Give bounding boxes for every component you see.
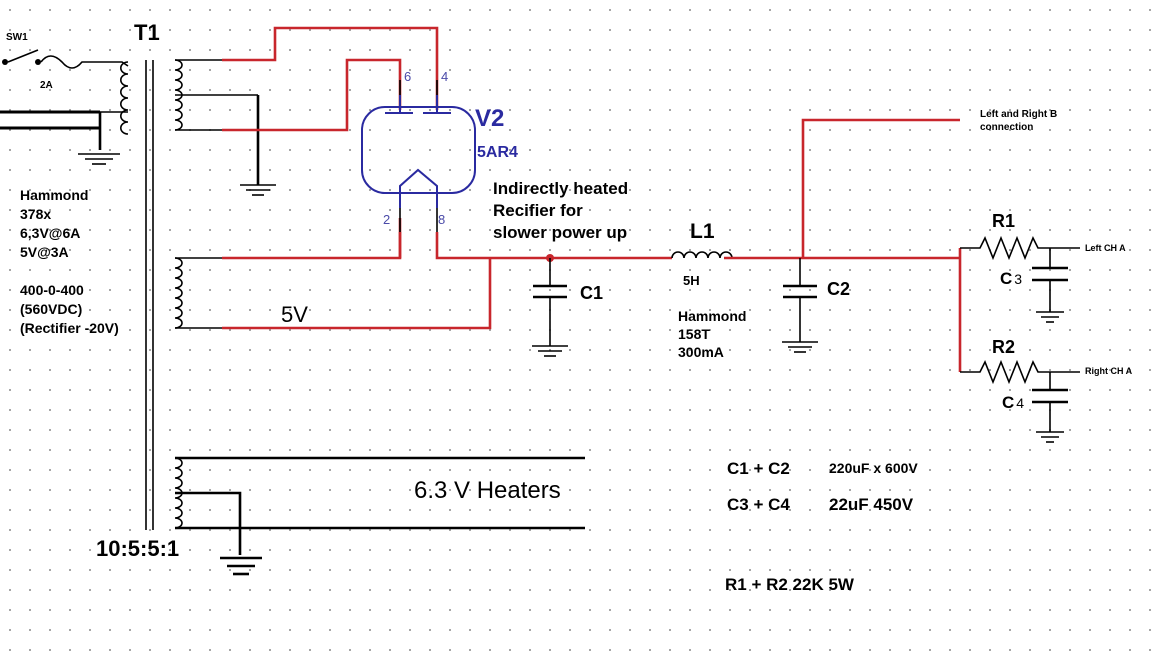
rectifier-tube [361,95,476,208]
b-connection-label: Left and Right B connection [980,109,1057,133]
tube-ref: V2 [475,105,504,132]
r1-label: R1 [992,211,1015,231]
svg-text:Hammond: Hammond [678,308,746,324]
capacitor-c2 [782,258,818,353]
svg-text:220uF x 600V: 220uF x 600V [829,460,918,476]
fuse-label: 2A [40,80,53,91]
resistor-r2 [960,359,1080,385]
svg-text:Indirectly heated: Indirectly heated [493,179,628,198]
svg-text:6,3V@6A: 6,3V@6A [20,225,80,241]
svg-text:378x: 378x [20,206,51,222]
switch-label: SW1 [6,32,28,43]
5v-label: 5V [281,302,308,327]
svg-text:slower power up: slower power up [493,223,627,242]
transformer-ref: T1 [134,20,160,45]
svg-text:400-0-400: 400-0-400 [20,282,84,298]
svg-text:158T: 158T [678,326,710,342]
transformer-ratio: 10:5:5:1 [96,536,179,561]
svg-text:Hammond: Hammond [20,187,88,203]
svg-text:5V@3A: 5V@3A [20,244,69,260]
right-output-label: Right CH A [1085,366,1133,376]
tube-pin-8: 8 [438,212,445,227]
choke-notes: Hammond 158T 300mA [678,308,746,360]
svg-text:300mA: 300mA [678,344,724,360]
choke-value: 5H [683,273,700,288]
transformer-notes: Hammond 378x 6,3V@6A 5V@3A 400-0-400 (56… [20,187,119,336]
b-plus-wire [801,118,960,258]
fuse [40,55,129,69]
primary-mains-wires [0,110,128,150]
capacitor-c1 [532,258,568,357]
svg-text:22uF 450V: 22uF 450V [829,495,914,514]
parts-list: C1 + C2 220uF x 600V C3 + C4 22uF 450V R… [725,459,918,594]
tube-type: 5AR4 [477,144,518,161]
svg-text:(Rectifier -20V): (Rectifier -20V) [20,320,119,336]
choke-ref: L1 [690,220,715,243]
svg-text:(560VDC): (560VDC) [20,301,82,317]
svg-text:R1 + R2 22K 5W: R1 + R2 22K 5W [725,575,855,594]
c2-label: C2 [827,279,850,299]
svg-text:connection: connection [980,122,1033,133]
capacitor-c4 [1032,372,1068,443]
tube-pin-6: 6 [404,69,411,84]
hv-secondary-wires [175,26,439,185]
primary-winding [120,61,129,135]
tube-pin-2: 2 [383,212,390,227]
svg-text:C1 + C2: C1 + C2 [727,459,790,478]
svg-text:C3 + C4: C3 + C4 [727,495,790,514]
capacitor-c3 [1032,248,1068,323]
tube-pin-4: 4 [441,69,448,84]
left-output-label: Left CH A [1085,243,1126,253]
svg-text:Recifier for: Recifier for [493,201,583,220]
choke-l1 [671,251,960,260]
ground-heater [220,556,262,576]
ground-ct [240,184,276,196]
heater-wires [175,456,585,555]
power-switch [2,49,41,65]
tube-pin-wires [398,80,672,260]
resistor-r1 [960,235,1080,261]
r2-label: R2 [992,337,1015,357]
c1-label: C1 [580,283,603,303]
ground-primary [78,153,120,165]
5v-winding [174,257,183,329]
transformer-core [145,60,154,530]
tube-note: Indirectly heated Recifier for slower po… [493,179,628,242]
svg-text:Left and Right B: Left and Right B [980,109,1057,120]
heaters-label: 6.3 V Heaters [414,477,561,504]
